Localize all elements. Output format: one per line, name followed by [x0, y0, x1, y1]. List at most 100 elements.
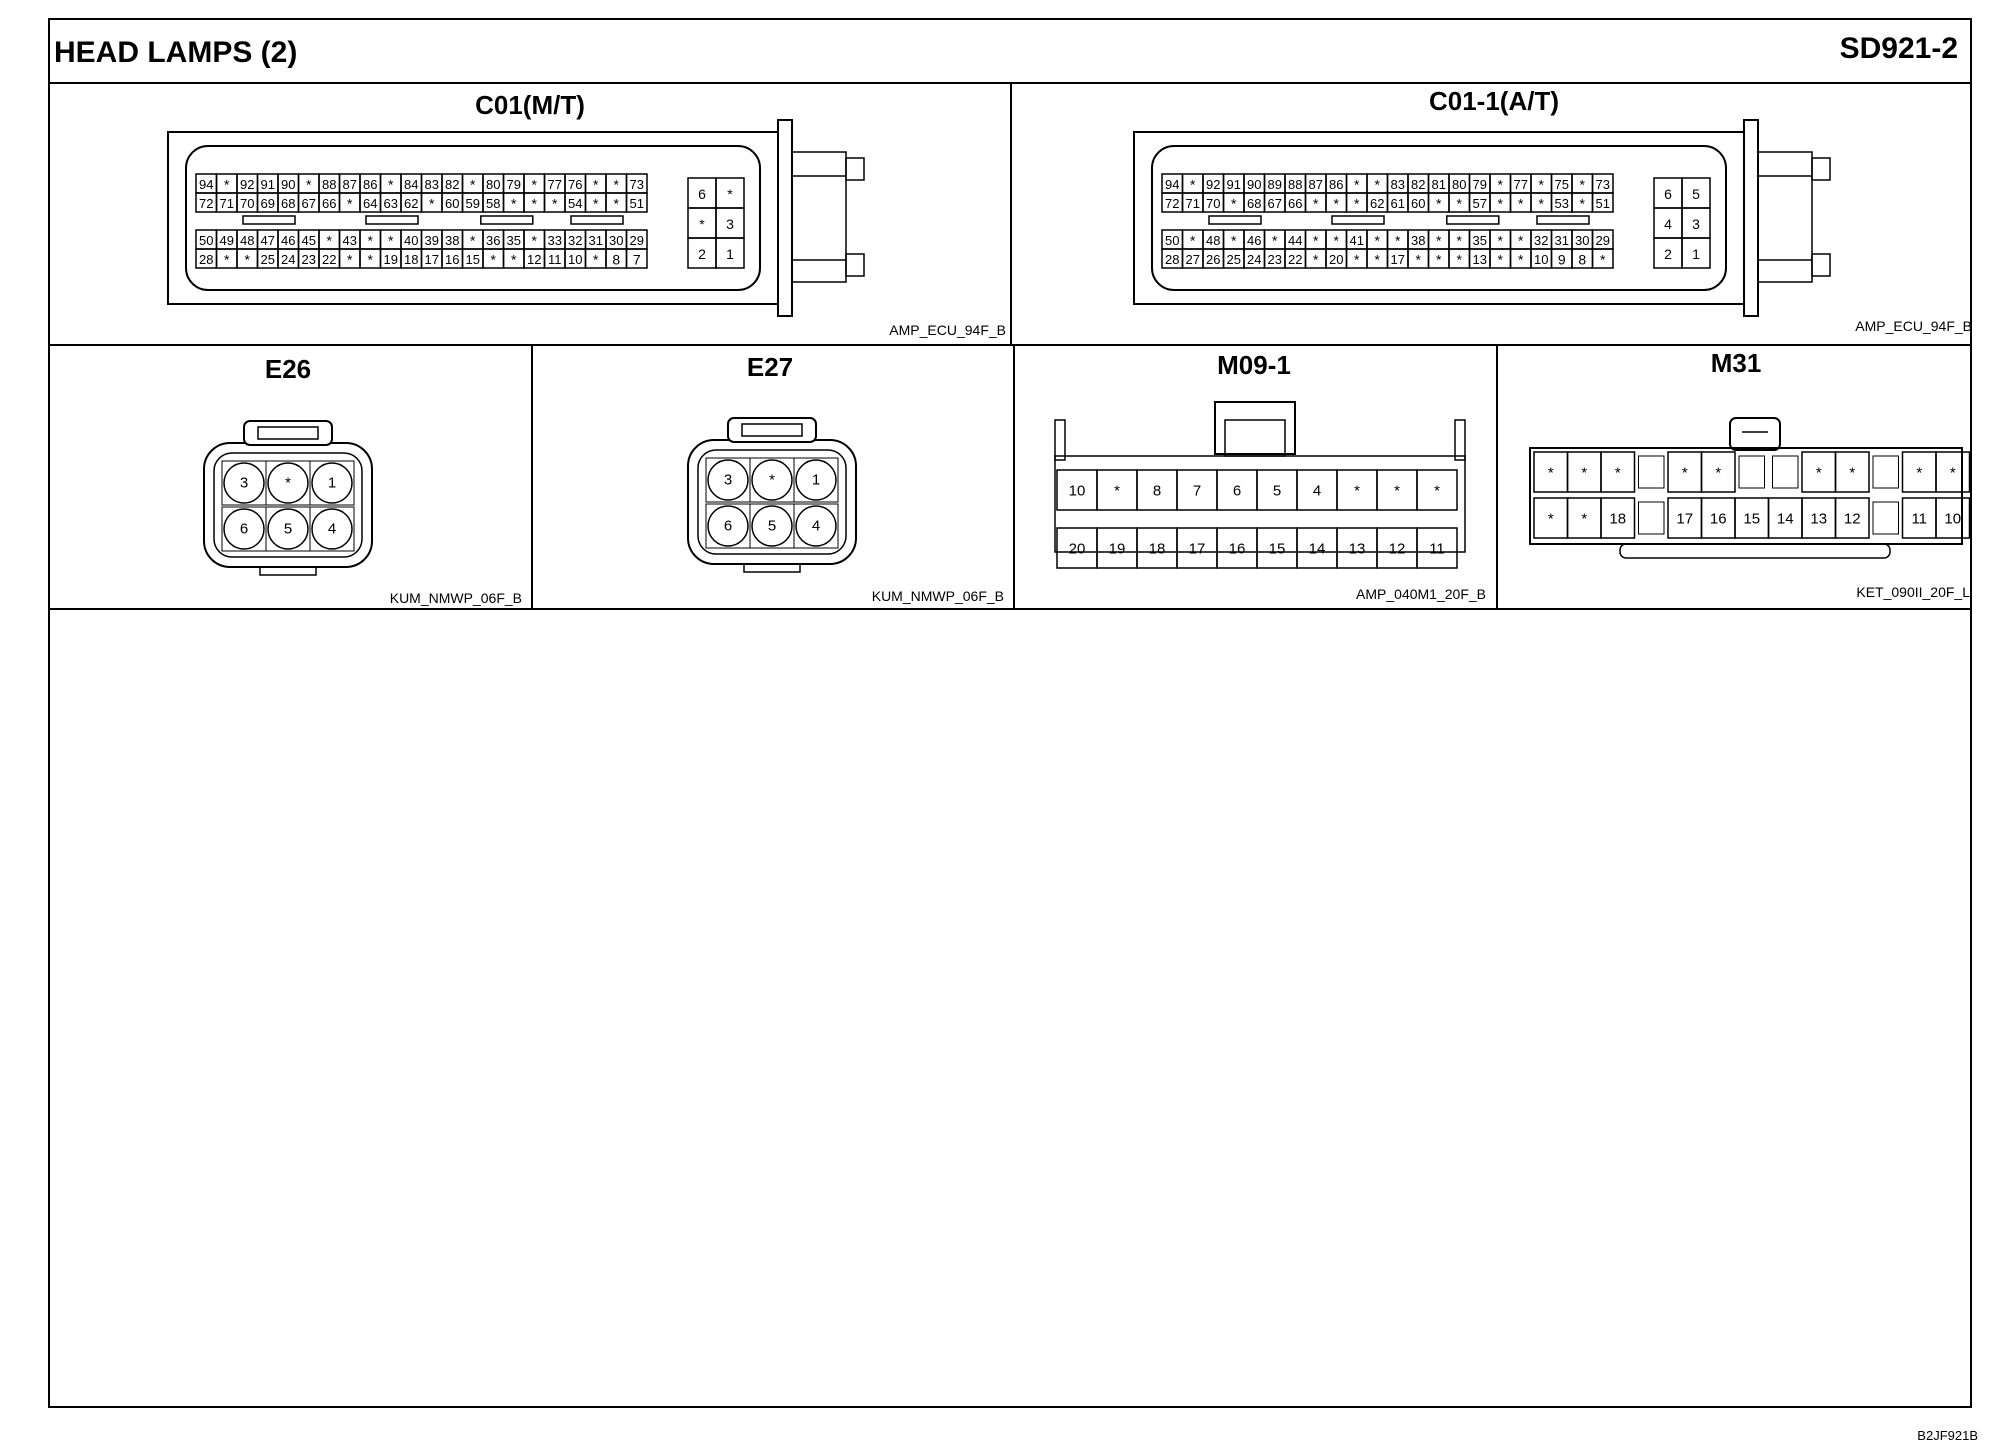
pin-number: 83: [425, 177, 439, 192]
pin-number: 91: [1227, 177, 1241, 192]
round-pin: [223, 508, 265, 550]
pin-number: 67: [1268, 196, 1282, 211]
pin-number: 39: [425, 233, 439, 248]
pin-cell: [1681, 237, 1711, 269]
separator-block: [1772, 455, 1799, 489]
blank-pin-mark: *: [1916, 465, 1922, 482]
pin-number: 83: [1391, 177, 1405, 192]
housing-inner: [185, 145, 761, 291]
blank-pin-mark: *: [327, 233, 333, 249]
pin-number: 62: [1370, 196, 1384, 211]
latch-body: [791, 151, 847, 283]
pin-number: 33: [548, 233, 562, 248]
pin-number: 6: [240, 521, 248, 538]
blank-pin-mark: *: [1950, 465, 1956, 482]
pin-number: 51: [630, 196, 644, 211]
connector-title-m09-1: M09-1: [1217, 350, 1291, 380]
pin-number: 51: [1596, 196, 1610, 211]
bottom-rail: [1619, 543, 1891, 559]
pin-cell: [1416, 527, 1458, 569]
blank-pin-mark: *: [347, 196, 353, 212]
pin-number: 30: [609, 233, 623, 248]
pin-number: 18: [1609, 511, 1626, 528]
pin-number: 77: [548, 177, 562, 192]
pin-number: 92: [240, 177, 254, 192]
pin-number: 80: [486, 177, 500, 192]
pin-number: 1: [328, 475, 336, 492]
blank-pin-mark: *: [1600, 252, 1606, 268]
pin-number: 10: [568, 252, 582, 267]
pin-cell: [1834, 451, 1870, 493]
blank-pin-mark: *: [532, 196, 538, 212]
pin-number: 26: [1206, 252, 1220, 267]
pin-number: 28: [199, 252, 213, 267]
blank-pin-mark: *: [1816, 465, 1822, 482]
connector-title-e26: E26: [264, 354, 312, 384]
blank-pin-mark: *: [1518, 196, 1524, 212]
pin-number: 7: [1193, 483, 1201, 500]
pin-number: 22: [1288, 252, 1302, 267]
blank-pin-mark: *: [245, 252, 251, 268]
pin-number: 25: [261, 252, 275, 267]
pin-number: 61: [1391, 196, 1405, 211]
pin-number: 19: [384, 252, 398, 267]
housing-inner: [1151, 145, 1727, 291]
keying-bar: [570, 215, 624, 225]
pin-number: 50: [199, 233, 213, 248]
pin-number: 11: [548, 252, 562, 267]
connector-title-c01: C01(M/T): [475, 90, 585, 120]
keying-bar: [1208, 215, 1262, 225]
top-latch: [1214, 401, 1296, 455]
pin-number: 2: [698, 246, 706, 262]
pin-number: 35: [507, 233, 521, 248]
pin-cell: [1700, 451, 1736, 493]
part-code-e27: KUM_NMWP_06F_B: [871, 588, 1004, 604]
pin-number: 8: [612, 252, 620, 268]
pin-number: 53: [1555, 196, 1569, 211]
pin-number: 87: [343, 177, 357, 192]
pin-cell: [1600, 451, 1636, 493]
pin-number: 59: [466, 196, 480, 211]
pin-number: 67: [302, 196, 316, 211]
side-post: [1454, 419, 1466, 461]
blank-pin-mark: *: [1354, 196, 1360, 212]
pin-number: 29: [1596, 233, 1610, 248]
blank-pin-mark: *: [614, 177, 620, 193]
housing-inner: [697, 449, 847, 555]
blank-pin-mark: *: [1394, 483, 1400, 500]
blank-pin-mark: *: [727, 186, 733, 202]
pin-number: 4: [1313, 483, 1321, 500]
pin-number: 13: [1473, 252, 1487, 267]
row2-column-divider-2: [1013, 344, 1015, 608]
pin-number: 11: [1911, 511, 1927, 528]
pin-cell: [625, 192, 648, 213]
housing-outline: [167, 131, 779, 305]
blank-pin-mark: *: [1334, 233, 1340, 249]
round-pin: [311, 462, 353, 504]
blank-pin-mark: *: [1457, 233, 1463, 249]
blank-pin-mark: *: [1434, 483, 1440, 500]
blank-pin-mark: *: [285, 475, 291, 492]
pin-number: 43: [343, 233, 357, 248]
blank-pin-mark: *: [1580, 196, 1586, 212]
pin-number: 64: [363, 196, 377, 211]
blank-pin-mark: *: [1457, 196, 1463, 212]
pin-number: 6: [1233, 483, 1241, 500]
pin-number: 8: [1578, 252, 1586, 268]
blank-pin-mark: *: [699, 216, 705, 232]
connector-title-m31: M31: [1710, 348, 1762, 378]
pin-number: 16: [1229, 541, 1246, 558]
blank-pin-mark: *: [532, 233, 538, 249]
top-latch: [243, 420, 333, 446]
pin-number: 29: [630, 233, 644, 248]
pin-number: 73: [630, 177, 644, 192]
row1-column-divider: [1010, 82, 1012, 344]
pin-number: 80: [1452, 177, 1466, 192]
pin-number: 17: [1676, 511, 1693, 528]
blank-pin-mark: *: [593, 196, 599, 212]
pin-number: 79: [1473, 177, 1487, 192]
pin-number: 14: [1777, 511, 1794, 528]
